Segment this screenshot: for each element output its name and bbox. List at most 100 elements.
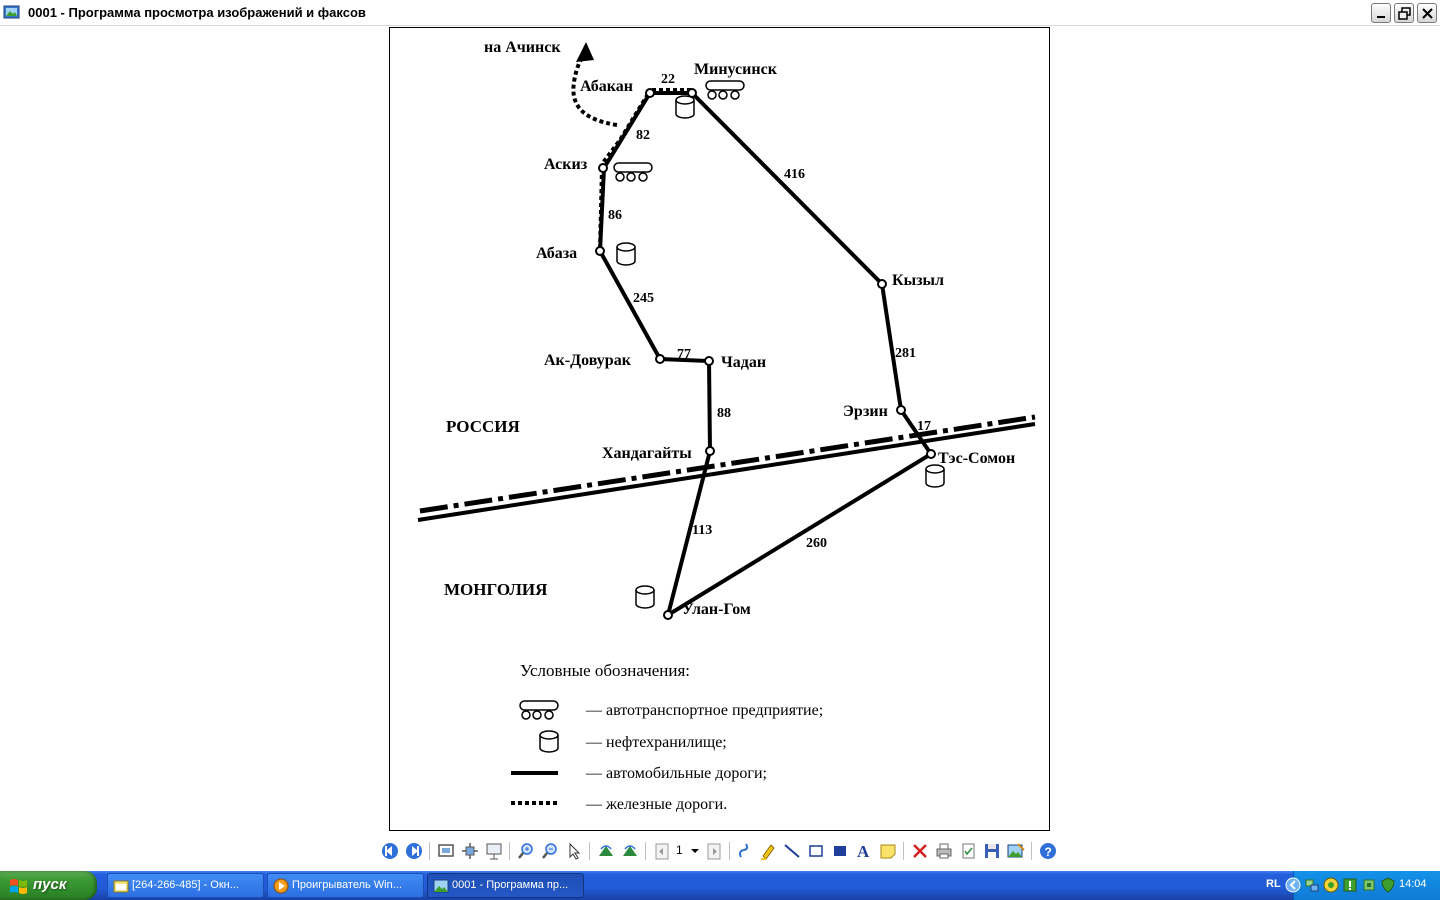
city-tes-somon: Тэс-Сомон [938, 450, 1015, 467]
taskbar-item-media-player[interactable]: Проигрыватель Win... [267, 873, 424, 898]
city-abaza: Абаза [536, 245, 577, 262]
windows-logo-icon [10, 879, 27, 894]
oil-storage-icon [635, 585, 655, 609]
actual-size-button[interactable] [460, 841, 480, 861]
legend-transport-icon [519, 700, 559, 720]
restore-button[interactable] [1394, 3, 1414, 23]
zoom-in-button[interactable] [516, 841, 536, 861]
pointer-icon [569, 842, 581, 860]
minimize-button[interactable] [1371, 3, 1391, 23]
help-button[interactable]: ? [1038, 841, 1058, 861]
start-button[interactable]: пуск [0, 871, 97, 900]
city-erzin: Эрзин [843, 403, 888, 420]
page-number: 1 [676, 843, 683, 857]
taskbar: пуск [264-266-485] - Окн... Проигрывател… [0, 871, 1440, 900]
distance-askiz-abaza: 86 [608, 208, 622, 223]
next-page-icon [707, 843, 721, 860]
folder-window-icon [113, 880, 129, 893]
text-button[interactable]: A [854, 841, 874, 861]
text-icon: A [857, 842, 870, 861]
transport-icons [613, 80, 745, 182]
taskbar-item-label: [264-266-485] - Окн... [132, 879, 239, 891]
device-icon[interactable] [1361, 877, 1377, 893]
page-selector[interactable]: 1 [672, 842, 716, 860]
legend-transport-text: — автотранспортное предприятие; [585, 702, 823, 719]
city-askiz: Аскиз [544, 156, 588, 173]
copy-to-button[interactable] [958, 841, 978, 861]
edit-image-icon [1007, 843, 1025, 858]
route-map: на Ачинск Абакан Минусинск Аскиз Абаза А… [417, 39, 1036, 813]
label-to-achinsk: на Ачинск [484, 39, 561, 56]
oil-storage-icon [675, 95, 695, 119]
legend: Условные обозначения: — автотранспортное… [511, 661, 823, 813]
distance-minusinsk-kyzyl: 416 [784, 167, 805, 182]
system-tray: 14:04 [1285, 871, 1440, 900]
chevron-down-icon [691, 849, 699, 853]
freehand-button[interactable] [734, 841, 754, 861]
filled-rectangle-icon [834, 846, 846, 856]
distance-abakan-askiz: 82 [636, 128, 650, 143]
best-fit-button[interactable] [436, 841, 456, 861]
zoom-out-button[interactable] [540, 841, 560, 861]
clock[interactable]: 14:04 [1399, 878, 1427, 890]
state-border [417, 414, 1036, 522]
print-button[interactable] [934, 841, 954, 861]
close-button[interactable] [1417, 3, 1437, 23]
zoom-in-icon [518, 843, 533, 859]
shield-icon[interactable] [1380, 877, 1396, 893]
next-image-button[interactable] [404, 841, 424, 861]
slideshow-button[interactable] [484, 841, 504, 861]
taskbar-item-explorer[interactable]: [264-266-485] - Окн... [107, 873, 264, 898]
hollow-rectangle-button[interactable] [806, 841, 826, 861]
previous-page-button[interactable] [652, 841, 672, 861]
distance-erzin-tessomon: 17 [917, 419, 931, 434]
line-button[interactable] [782, 841, 802, 861]
delete-button[interactable] [910, 841, 930, 861]
antivirus-icon[interactable] [1323, 877, 1339, 893]
start-label: пуск [33, 876, 67, 893]
filled-rectangle-button[interactable] [830, 841, 850, 861]
city-abakan: Абакан [580, 78, 633, 95]
rotate-clockwise-button[interactable] [596, 841, 616, 861]
city-khandagayty: Хандагайты [602, 445, 692, 462]
note-button[interactable] [878, 841, 898, 861]
highlighter-button[interactable] [758, 841, 778, 861]
transport-company-icon [613, 162, 653, 182]
security-alert-icon[interactable] [1342, 877, 1358, 893]
best-fit-icon [438, 844, 454, 857]
legend-roads-text: — автомобильные дороги; [585, 765, 767, 782]
oil-storage-icon [925, 464, 945, 488]
open-for-editing-button[interactable] [1006, 841, 1026, 861]
zoom-out-icon [542, 843, 557, 859]
help-icon: ? [1040, 843, 1056, 859]
legend-oil-storage-icon [539, 730, 559, 753]
actual-size-icon [462, 843, 478, 859]
legend-title: Условные обозначения: [520, 661, 690, 680]
close-icon [1422, 8, 1433, 19]
city-chadan: Чадан [721, 354, 766, 371]
svg-text:?: ? [1045, 845, 1052, 859]
save-button[interactable] [982, 841, 1002, 861]
title-bar: 0001 - Программа просмотра изображений и… [0, 0, 1440, 26]
hollow-rectangle-icon [809, 845, 823, 857]
previous-image-button[interactable] [380, 841, 400, 861]
distance-abaza-akdovurak: 245 [633, 291, 654, 306]
country-russia: РОССИЯ [446, 417, 520, 436]
tray-expand-icon[interactable] [1285, 877, 1301, 893]
country-mongolia: МОНГОЛИЯ [444, 580, 547, 599]
print-icon [936, 843, 952, 859]
rotate-counterclockwise-button[interactable] [620, 841, 640, 861]
freehand-icon [739, 843, 749, 858]
pointer-button[interactable] [564, 841, 584, 861]
displayed-image[interactable]: на Ачинск Абакан Минусинск Аскиз Абаза А… [389, 27, 1050, 831]
next-page-button[interactable] [704, 841, 724, 861]
city-kyzyl: Кызыл [892, 272, 944, 289]
city-ulan-gom: Улан-Гом [682, 601, 751, 618]
network-icon[interactable] [1304, 877, 1320, 893]
viewer-toolbar: 1 A ? [378, 839, 1064, 863]
language-indicator[interactable]: RL [1266, 878, 1281, 890]
media-player-icon [273, 878, 289, 894]
taskbar-item-label: 0001 - Программа пр... [452, 879, 569, 891]
window-title: 0001 - Программа просмотра изображений и… [28, 5, 366, 20]
taskbar-item-image-viewer[interactable]: 0001 - Программа пр... [427, 873, 584, 898]
